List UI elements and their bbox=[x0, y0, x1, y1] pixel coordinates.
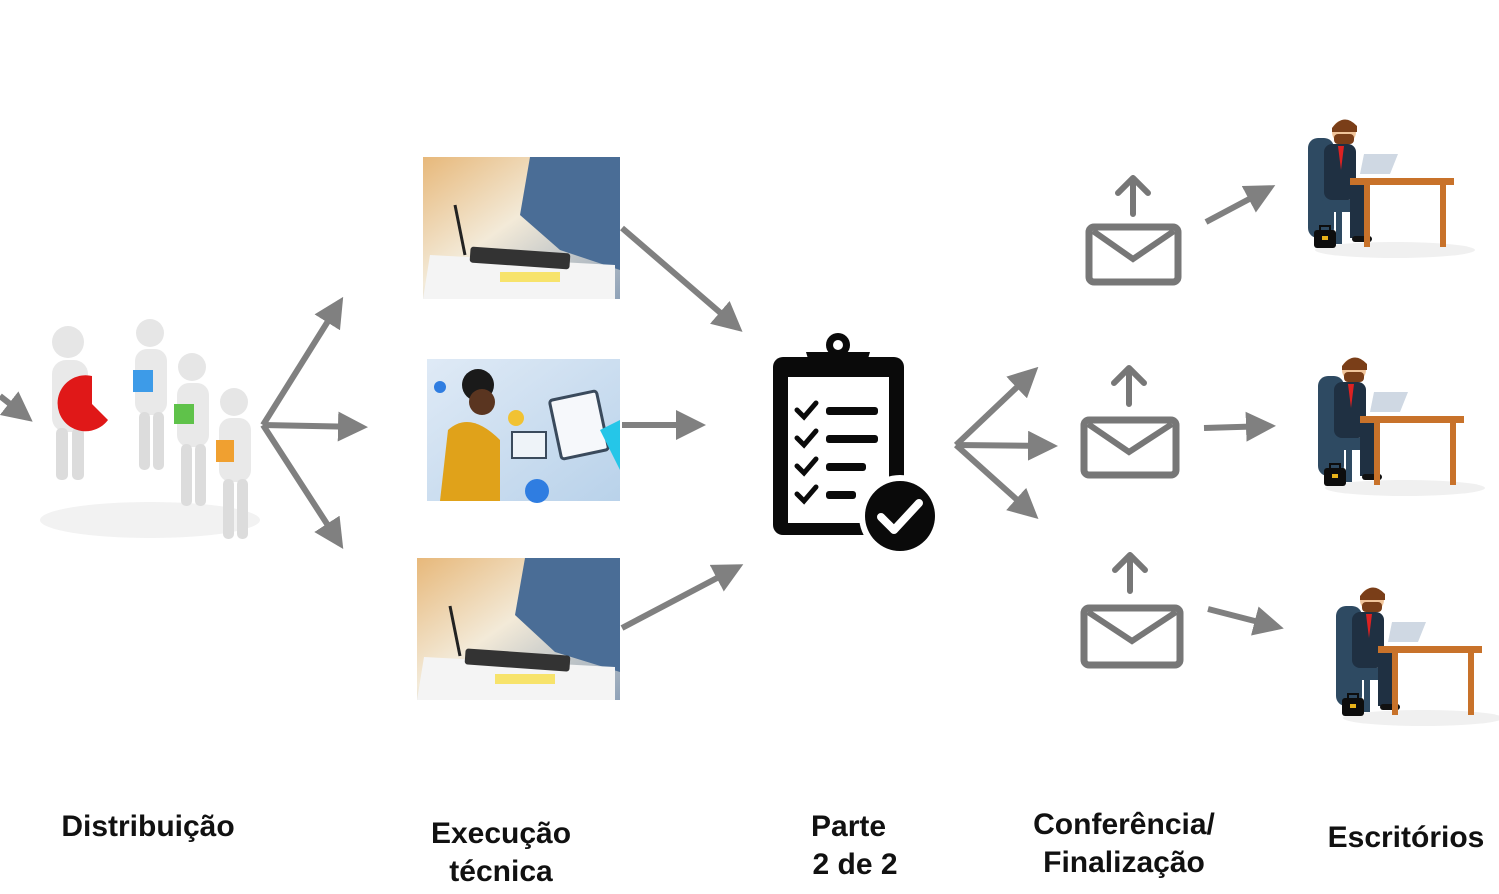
label-review-line-2: Finalização bbox=[1043, 846, 1205, 879]
arrow-to-office-2 bbox=[1203, 411, 1276, 442]
label-part-line-2: 2 de 2 bbox=[812, 848, 898, 881]
arrow-to-execution-1 bbox=[260, 296, 344, 427]
mail-send-icon-2 bbox=[1080, 365, 1180, 479]
label-part: Parte 2 de 2 bbox=[795, 808, 915, 884]
arrow-to-execution-3 bbox=[260, 423, 344, 550]
label-review-line-1: Conferência/ bbox=[1033, 808, 1215, 841]
label-review: Conferência/ Finalização bbox=[1018, 806, 1230, 882]
review-arrows bbox=[953, 366, 1058, 520]
clipboard-check-icon bbox=[773, 333, 941, 557]
execution-photo-2 bbox=[427, 359, 620, 503]
arrow-to-office-3 bbox=[1207, 606, 1284, 636]
incoming-arrow bbox=[0, 391, 33, 422]
mail-send-icon-3 bbox=[1080, 552, 1184, 669]
arrow-to-review-2 bbox=[955, 430, 1058, 461]
label-execution: Execução técnica bbox=[418, 815, 584, 891]
arrow-to-part-3 bbox=[620, 564, 744, 631]
arrow-to-review-1 bbox=[953, 366, 1039, 448]
person-figure-3 bbox=[174, 353, 209, 506]
distribution-arrows bbox=[260, 296, 368, 550]
arrow-to-execution-2 bbox=[262, 411, 368, 442]
person-figure-1 bbox=[52, 326, 108, 480]
arrow-to-part-1 bbox=[620, 225, 743, 332]
office-worker-icon-2 bbox=[1318, 357, 1485, 496]
execution-photo-1 bbox=[423, 157, 620, 299]
office-worker-icon-1 bbox=[1308, 119, 1475, 258]
execution-photo-3 bbox=[417, 558, 620, 700]
label-offices: Escritórios bbox=[1318, 819, 1494, 857]
office-arrows bbox=[1203, 185, 1284, 636]
arrow-to-review-3 bbox=[953, 442, 1039, 520]
distribution-people-icon bbox=[40, 319, 260, 539]
execution-arrows bbox=[620, 225, 744, 631]
label-execution-line-1: Execução bbox=[430, 817, 572, 850]
label-execution-line-2: técnica bbox=[449, 855, 553, 888]
person-figure-4 bbox=[216, 388, 251, 539]
label-part-line-1: Parte bbox=[811, 810, 887, 843]
label-distribution-text: Distribuição bbox=[61, 810, 235, 843]
office-worker-icon-3 bbox=[1336, 587, 1499, 726]
label-distribution: Distribuição bbox=[50, 808, 246, 846]
check-icon bbox=[877, 499, 923, 534]
arrow-to-office-1 bbox=[1204, 185, 1276, 225]
mail-send-icon-1 bbox=[1085, 175, 1182, 286]
label-offices-text: Escritórios bbox=[1327, 821, 1485, 854]
person-figure-2 bbox=[133, 319, 167, 470]
pie-chart-red-icon bbox=[57, 375, 108, 432]
